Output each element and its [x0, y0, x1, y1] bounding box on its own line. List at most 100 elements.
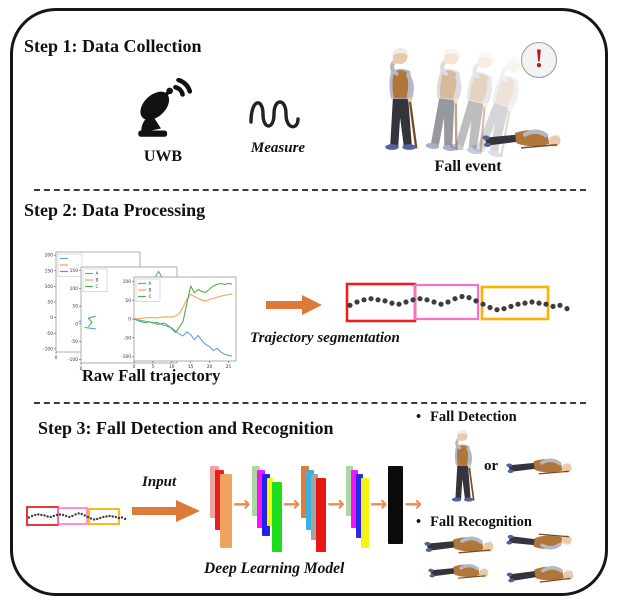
step1-title: Step 1: Data Collection [24, 36, 202, 56]
x-tick-label: 25 [226, 364, 232, 370]
feature-map-bar [266, 478, 273, 526]
x-tick-label: 5 [151, 364, 154, 370]
trajectory-dot [417, 296, 423, 302]
fall-event-label: Fall event [434, 158, 502, 175]
trajectory-dot [80, 512, 83, 516]
x-tick-label: 20 [207, 364, 213, 370]
trajectory-dot [564, 306, 570, 312]
segment-box-orange [88, 508, 120, 525]
y-tick-label: 100 [45, 284, 54, 290]
legend-label: C [96, 284, 99, 289]
feature-map-bar [220, 474, 232, 548]
feature-map-bar [301, 466, 310, 518]
trajectory-dot [49, 515, 52, 519]
y-tick-label: 100 [123, 279, 132, 285]
trajectory-dot [120, 516, 124, 519]
trajectory-dot [438, 301, 444, 307]
series-line [87, 315, 96, 328]
segment-box-pink [57, 507, 88, 525]
conv-layer-group [251, 466, 282, 556]
trajectory-dot [466, 295, 472, 301]
trajectory-dot [431, 299, 437, 305]
standing-man-figure [385, 48, 416, 150]
x-tick-label: 0 [133, 364, 136, 370]
y-tick-label: -100 [121, 354, 131, 360]
trajectory-dot [557, 302, 563, 308]
trajectory-dot [389, 300, 395, 306]
trajectory-dot [508, 303, 514, 309]
feature-map-bar [210, 466, 219, 518]
trajectory-dot [71, 514, 74, 518]
x-tick-label: 10 [169, 364, 175, 370]
series-line [133, 282, 233, 334]
trajectory-dot [55, 513, 59, 517]
y-tick-label: 50 [72, 304, 78, 310]
legend-label: B [96, 278, 99, 283]
trajectory-dot [117, 516, 121, 520]
arrow-shape [132, 500, 200, 522]
trajectory-dot [86, 515, 90, 519]
fall-recognition-bullet: • Fall Recognition [416, 514, 532, 531]
step3-title: Step 3: Fall Detection and Recognition [38, 418, 334, 438]
trajectory-dot [34, 513, 37, 517]
trajectory-dot [77, 512, 80, 515]
conv-layer-group [388, 466, 404, 556]
or-label: or [484, 458, 499, 474]
trajectory-dot [40, 513, 43, 517]
detection-standing-figure [450, 428, 476, 503]
trajectory-dot [92, 518, 96, 521]
trajectory-dot [68, 515, 71, 519]
uwb-satellite-dish-icon [138, 78, 193, 137]
trajectory-dot [550, 303, 556, 309]
trajectory-dot [487, 304, 493, 311]
step2-title: Step 2: Data Processing [24, 200, 206, 220]
trajectory-dot [43, 514, 46, 517]
section-divider-2 [34, 402, 586, 404]
recognition-pose-3 [428, 563, 490, 580]
bullet-icon: • [416, 409, 422, 425]
trajectory-dot [37, 513, 40, 516]
trajectory-dot [96, 517, 99, 521]
trajectory-dot [111, 515, 114, 518]
legend-box [135, 278, 161, 302]
conv-layer-group [210, 466, 232, 556]
trajectory-dot [58, 513, 62, 516]
feature-map-bar [316, 478, 327, 552]
trajectory-segmentation-graphic [345, 282, 570, 323]
y-tick-label: -50 [71, 339, 78, 345]
y-tick-label: -50 [46, 331, 53, 337]
trajectory-dot [403, 299, 409, 305]
y-tick-label: 0 [128, 317, 131, 323]
trajectory-dot [74, 513, 77, 516]
trajectory-dot [396, 301, 402, 307]
trajectory-dot [382, 298, 388, 304]
y-tick-label: 150 [70, 268, 79, 274]
trajectory-dot [501, 306, 507, 312]
process-arrow-icon [266, 295, 322, 315]
trajectory-dot [494, 307, 500, 313]
legend-box [82, 268, 108, 292]
feature-map-bar [350, 470, 358, 528]
trajectory-dot [30, 514, 34, 518]
series-line [133, 293, 233, 320]
trajectory-dot [375, 297, 381, 303]
section-divider-1 [34, 189, 586, 191]
arrow-shape [266, 295, 322, 315]
trajectory-dot [410, 297, 416, 303]
x-tick-label: 15 [188, 364, 194, 370]
recognition-pose-4 [505, 564, 576, 586]
trajectory-dot [61, 513, 65, 517]
input-label: Input [142, 474, 177, 490]
trajectory-dot [27, 516, 31, 519]
conv-layer-group [345, 466, 369, 556]
trajectory-dot [424, 297, 430, 303]
fall-recognition-label: Fall Recognition [430, 514, 532, 530]
y-tick-label: -100 [68, 357, 78, 363]
flow-arrow-icon: → [233, 492, 251, 516]
legend-label: C [149, 294, 152, 299]
measure-label: Measure [250, 140, 306, 156]
bullet-icon: • [416, 514, 422, 530]
x-tick-label: 0 [55, 355, 58, 361]
trajectory-dot [46, 515, 49, 518]
